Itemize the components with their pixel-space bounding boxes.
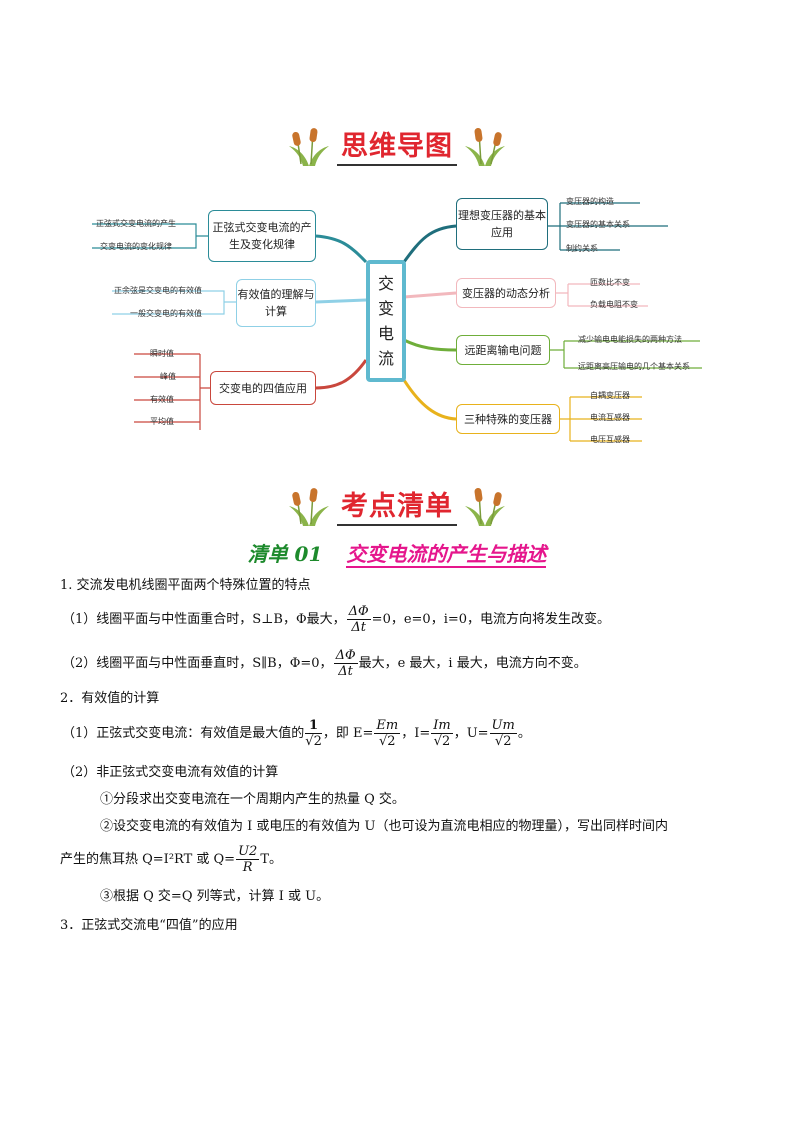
mindmap-node-special-transformers: 三种特殊的变压器 [456, 404, 560, 434]
point-2-2-step-3: ③根据 Q 交=Q 列等式，计算 I 或 U。 [100, 889, 330, 904]
mindmap-leaf: 负载电阻不变 [590, 300, 638, 309]
section-number: 清单 01 [247, 542, 323, 566]
text: ，即 E= [322, 726, 374, 741]
point-2-2-step-1: ①分段求出交变电流在一个周期内产生的热量 Q 交。 [100, 792, 405, 807]
mindmap-leaf: 远距离高压输电的几个基本关系 [578, 362, 690, 371]
section-name: 交变电流的产生与描述 [346, 542, 547, 568]
text: （2）线圈平面与中性面垂直时，S∥B，Φ=0， [62, 656, 333, 671]
fraction-denominator: √2 [433, 734, 451, 749]
text: （1）线圈平面与中性面重合时，S⊥B，Φ最大， [62, 612, 346, 627]
point-1-title: 1. 交流发电机线圈平面两个特殊位置的特点 [60, 578, 311, 593]
reed-decoration-icon [465, 127, 505, 166]
text: T。 [260, 852, 282, 867]
text: （1）正弦式交变电流：有效值是最大值的 [62, 726, 305, 741]
mindmap-node-effective: 有效值的理解与计算 [236, 279, 316, 327]
fraction-denominator: R [242, 860, 253, 875]
kaodian-heading-text: 考点清单 [337, 490, 457, 526]
mindmap-node-label: 有效值的理解与计算 [237, 288, 315, 318]
mindmap-leaf: 自耦变压器 [590, 391, 630, 400]
fraction-numerator: Um [489, 718, 517, 734]
fraction-denominator: Δt [351, 620, 366, 635]
mindmap-leaf: 电流互感器 [590, 413, 630, 422]
mindmap-leaf: 匝数比不变 [590, 278, 630, 287]
point-2-2: （2）非正弦式交变电流有效值的计算 [62, 765, 279, 780]
mindmap-node-ideal-transformer: 理想变压器的基本应用 [456, 198, 548, 250]
mindmap-node-generation: 正弦式交变电流的产生及变化规律 [208, 210, 316, 262]
fraction-um: Um√2 [489, 718, 517, 749]
mindmap-leaf: 变压器的构造 [566, 197, 614, 206]
point-3-title: 3．正弦式交流电“四值”的应用 [60, 918, 238, 933]
fraction-em: Em√2 [374, 718, 401, 749]
mindmap-center-label: 交变电流 [378, 274, 395, 368]
fraction-numerator: Im [431, 718, 453, 734]
point-2-title: 2．有效值的计算 [60, 691, 160, 706]
kaodian-heading: 考点清单 [0, 486, 794, 526]
fraction-im: Im√2 [431, 718, 453, 749]
reed-decoration-icon [289, 128, 329, 166]
mindmap-node-long-distance: 远距离输电问题 [456, 335, 550, 365]
reed-decoration-icon [465, 487, 505, 526]
fraction-denominator: √2 [305, 734, 322, 749]
fraction-denominator: √2 [494, 734, 512, 749]
mindmap-node-four-values: 交变电的四值应用 [210, 371, 316, 405]
fraction-numerator: 1 [305, 718, 322, 734]
fraction-denominator: √2 [378, 734, 396, 749]
text: 产生的焦耳热 Q=I²RT 或 Q= [60, 852, 236, 867]
mindmap-node-label: 三种特殊的变压器 [464, 412, 552, 426]
mindmap-leaf: 变压器的基本关系 [566, 220, 630, 229]
mindmap-node-label: 变压器的动态分析 [462, 286, 550, 300]
fraction-numerator: ΔΦ [346, 604, 371, 620]
mindmap-leaf: 减少输电电能损失的两种方法 [578, 335, 682, 344]
text: ，U= [453, 726, 489, 741]
mindmap-node-label: 交变电的四值应用 [219, 381, 307, 395]
fraction-denominator: Δt [338, 664, 353, 679]
text: ，I= [401, 726, 431, 741]
fraction-1-sqrt2: 1√2 [305, 718, 322, 749]
fraction-numerator: ΔΦ [333, 648, 358, 664]
text: 。 [517, 726, 531, 741]
reed-decoration-icon [289, 488, 329, 526]
mindmap-leaf: 瞬时值 [150, 349, 174, 358]
mindmap-leaf: 正余弦是交变电的有效值 [114, 286, 202, 295]
fraction-numerator: Em [374, 718, 401, 734]
fraction-numerator: U2 [236, 844, 260, 860]
section-title: 清单 01 交变电流的产生与描述 [0, 538, 794, 568]
mindmap-heading: 思维导图 [0, 126, 794, 166]
mindmap-center-node: 交变电流 [366, 260, 406, 382]
text: 最大，e 最大，i 最大，电流方向不变。 [358, 656, 587, 671]
mindmap-node-label: 远距离输电问题 [464, 343, 542, 357]
mindmap-leaf: 制约关系 [566, 244, 598, 253]
mindmap-leaf: 一般交变电的有效值 [130, 309, 202, 318]
mindmap-leaf: 平均值 [150, 417, 174, 426]
mindmap-leaf: 峰值 [160, 372, 176, 381]
mindmap-leaf: 电压互感器 [590, 435, 630, 444]
text: =0，e=0，i=0，电流方向将发生改变。 [371, 612, 611, 627]
mindmap-leaf: 正弦式交变电流的产生 [96, 219, 176, 228]
mindmap-node-label: 正弦式交变电流的产生及变化规律 [212, 221, 312, 251]
mindmap-leaf: 有效值 [150, 395, 174, 404]
mindmap-heading-text: 思维导图 [337, 130, 457, 166]
mindmap-leaf: 交变电流的变化规律 [100, 242, 172, 251]
mindmap-node-dynamic-analysis: 变压器的动态分析 [456, 278, 556, 308]
mindmap-node-label: 理想变压器的基本应用 [458, 209, 546, 239]
point-2-2-step-2: ②设交变电流的有效值为 I 或电压的有效值为 U（也可设为直流电相应的物理量），… [100, 819, 668, 834]
